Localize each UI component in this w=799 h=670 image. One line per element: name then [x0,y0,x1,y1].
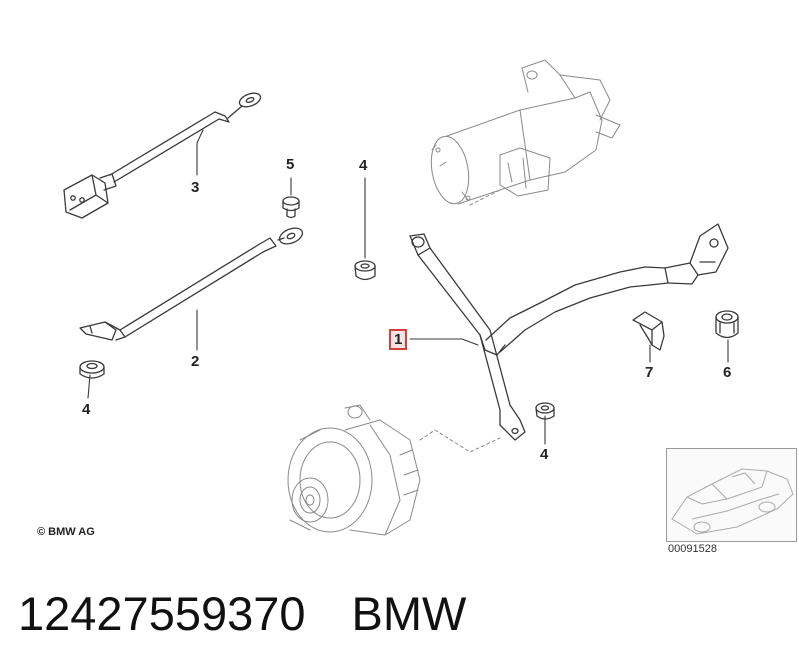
part-number: 12427559370 [18,587,306,640]
cable-part-1 [409,223,729,441]
leader-lines [87,129,729,445]
bolt-part-5 [282,196,300,219]
car-icon [671,468,794,535]
cable-part-2 [79,227,304,341]
nut-part-4-left [79,360,105,379]
cable-part-3 [63,92,262,219]
callout-3: 3 [191,179,200,196]
callout-5: 5 [286,156,295,173]
callout-4-right: 4 [540,446,549,463]
brand-name: BMW [351,587,467,640]
callout-4-left: 4 [82,401,91,418]
caption: 12427559370 BMW [18,586,466,641]
clip-part-7 [632,311,665,351]
starter-motor [430,59,621,206]
vehicle-thumbnail [666,448,797,542]
nut-part-4-top [354,260,376,281]
callout-6: 6 [723,364,732,381]
callout-2: 2 [191,353,200,370]
copyright-notice: © BMW AG [37,526,95,538]
alternator [287,404,501,536]
callout-1-highlighted[interactable]: 1 [389,329,408,350]
diagram-id: 00091528 [668,543,717,555]
callout-7: 7 [645,364,654,381]
nut-part-6 [715,310,739,339]
callout-4-top: 4 [359,157,368,174]
parts-diagram [63,59,739,536]
